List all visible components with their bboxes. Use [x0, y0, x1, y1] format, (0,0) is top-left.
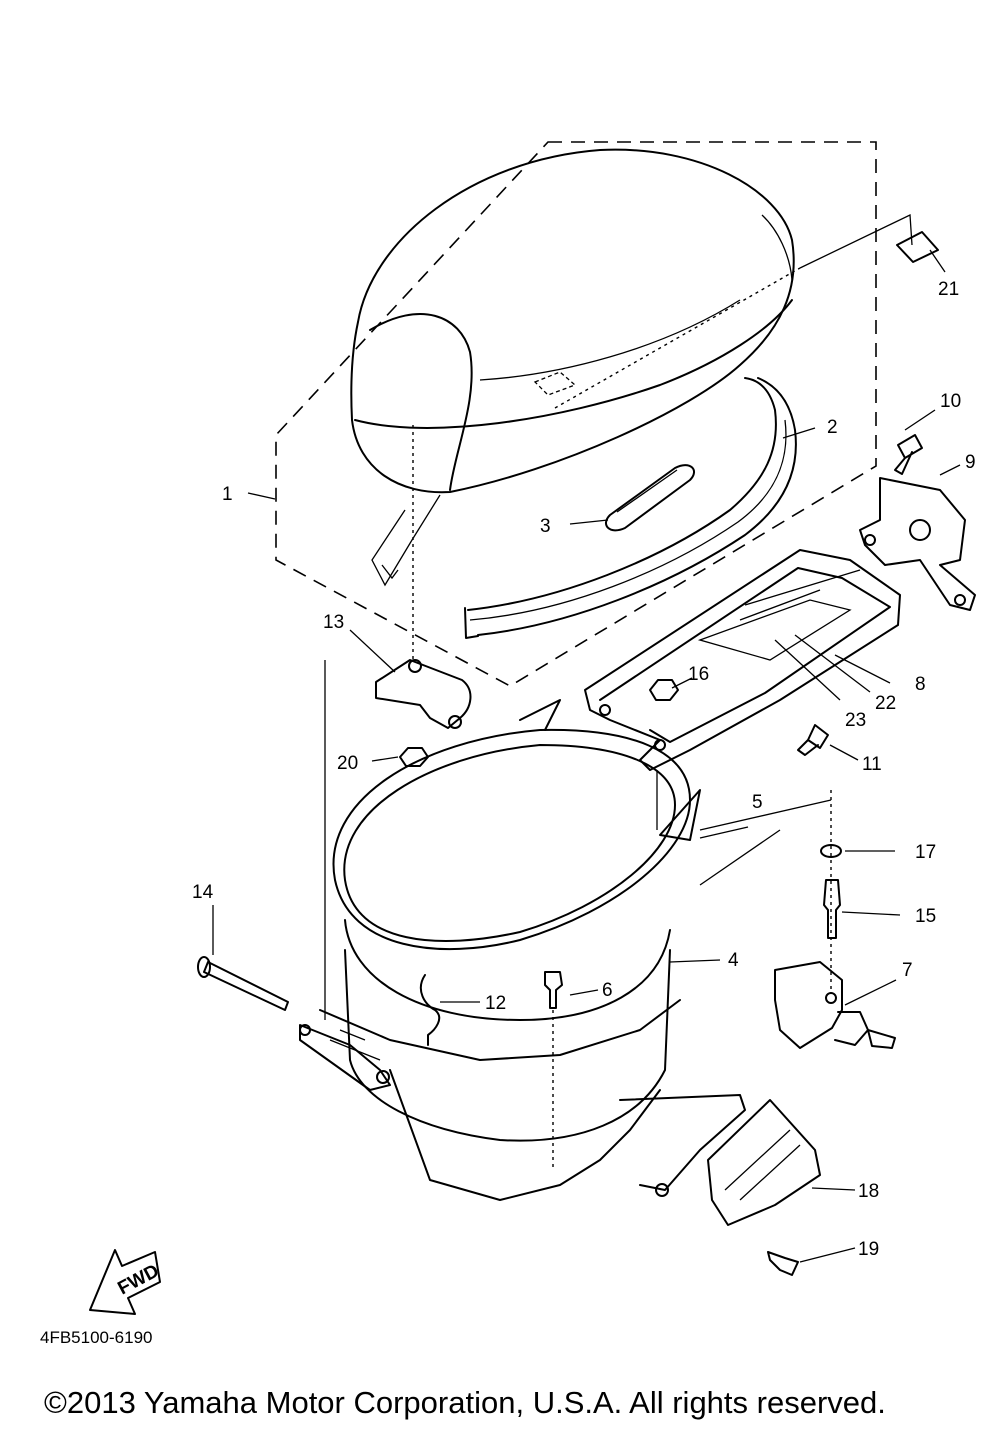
callout-5: 5 — [752, 792, 763, 813]
callout-15: 15 — [915, 906, 936, 927]
callout-12: 12 — [485, 993, 506, 1014]
callout-23: 23 — [845, 710, 866, 731]
callout-18: 18 — [858, 1181, 879, 1202]
screw — [767, 1251, 799, 1276]
battery-cover — [707, 1099, 821, 1226]
label-sticker — [896, 231, 939, 263]
callout-19: 19 — [858, 1239, 879, 1260]
callout-14: 14 — [192, 882, 214, 903]
seat-hinge — [375, 659, 472, 729]
bolt-11 — [797, 724, 829, 756]
callout-21: 21 — [938, 279, 959, 300]
callout-20: 20 — [337, 753, 358, 774]
callout-6: 6 — [602, 980, 613, 1001]
seat-box-cover — [332, 699, 701, 951]
seat-assembly-boundary — [275, 141, 877, 687]
callout-3: 3 — [540, 516, 551, 537]
hinge-shaft-head — [197, 956, 211, 978]
rear-carrier — [584, 549, 901, 771]
callout-2: 2 — [827, 417, 838, 438]
copyright-notice: ©2013 Yamaha Motor Corporation, U.S.A. A… — [44, 1385, 886, 1420]
forward-direction-arrow: FWD — [89, 1249, 163, 1315]
callout-10: 10 — [940, 391, 961, 412]
diagram-code: 4FB5100-6190 — [40, 1328, 153, 1347]
seat-lock — [774, 961, 896, 1049]
washer — [820, 844, 842, 858]
seat-seal — [464, 377, 797, 639]
spring-clip — [419, 974, 441, 1046]
stud-bolt — [823, 879, 841, 939]
seat-bumper — [605, 464, 695, 532]
seat — [350, 148, 801, 587]
callout-4: 4 — [728, 950, 739, 971]
callout-7: 7 — [902, 960, 913, 981]
hinge-shaft — [203, 961, 289, 1011]
callout-16: 16 — [688, 664, 709, 685]
helmet-box — [299, 919, 746, 1201]
bolt-6 — [544, 971, 563, 1009]
carrier-bracket — [859, 477, 976, 611]
carrier-nut — [649, 679, 679, 701]
callout-9: 9 — [965, 452, 976, 473]
callout-13: 13 — [323, 612, 344, 633]
callout-22: 22 — [875, 693, 896, 714]
callout-1: 1 — [222, 484, 233, 505]
bolt-10 — [894, 434, 923, 475]
callout-8: 8 — [915, 674, 926, 695]
callout-11: 11 — [862, 754, 882, 775]
callout-17: 17 — [915, 842, 936, 863]
